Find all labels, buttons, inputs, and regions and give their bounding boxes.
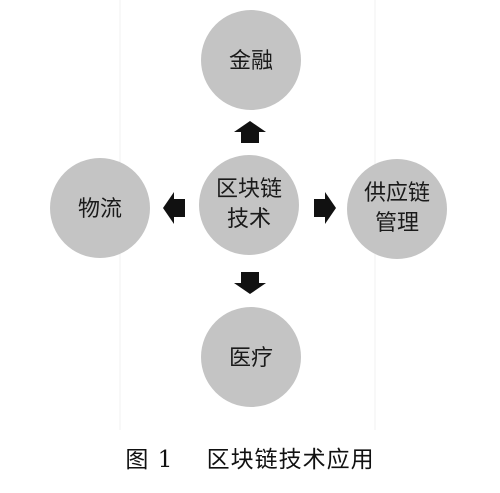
figure-title: 区块链技术应用 bbox=[206, 447, 375, 473]
blockchain-application-diagram: 金融 物流 区块链 技术 供应链 管理 医疗 bbox=[50, 0, 447, 430]
figure-caption: 图 1 区块链技术应用 bbox=[0, 440, 500, 474]
node-top-circle bbox=[201, 10, 301, 110]
arrow-left-icon bbox=[163, 192, 185, 224]
node-left-label: 物流 bbox=[78, 197, 122, 222]
arrow-down-icon bbox=[234, 272, 266, 294]
node-top-label: 金融 bbox=[229, 49, 273, 74]
node-center-label-line1: 区块链 bbox=[216, 177, 282, 202]
node-bottom-label: 医疗 bbox=[229, 346, 273, 371]
caption-gap bbox=[173, 447, 206, 473]
node-bottom-circle bbox=[201, 307, 301, 407]
node-center-circle bbox=[199, 155, 299, 255]
arrow-right-icon bbox=[314, 192, 336, 224]
node-right-label-line1: 供应链 bbox=[364, 181, 430, 206]
node-left-circle bbox=[50, 158, 150, 258]
figure-number: 图 1 bbox=[125, 447, 174, 473]
arrow-up-icon bbox=[234, 121, 266, 143]
node-right-label-line2: 管理 bbox=[375, 211, 419, 236]
node-center-label-line2: 技术 bbox=[227, 207, 271, 232]
node-right-circle bbox=[347, 159, 447, 259]
